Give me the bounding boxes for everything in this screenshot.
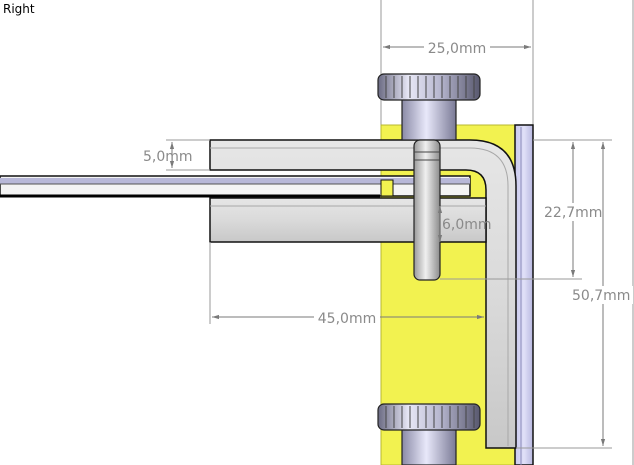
dimension-top-width[interactable]: 25,0mm bbox=[383, 38, 531, 57]
knurled-knob-icon bbox=[377, 73, 481, 101]
arm-edge-line bbox=[469, 147, 509, 446]
view-name-label: Right bbox=[3, 2, 35, 16]
guide-rod-face bbox=[0, 178, 470, 184]
knob-shaft bbox=[401, 425, 457, 465]
dimension-label: 5,0mm bbox=[143, 149, 193, 165]
dimension-pin-offset[interactable]: 6,0mm bbox=[437, 206, 492, 242]
dimension-label: 45,0mm bbox=[318, 311, 376, 327]
knurl-lines bbox=[385, 76, 475, 98]
dimension-label: 25,0mm bbox=[428, 41, 486, 57]
spacer bbox=[380, 179, 394, 197]
locking-pin[interactable] bbox=[413, 139, 441, 281]
knurled-knob-icon bbox=[377, 403, 481, 431]
dimension-label: 22,7mm bbox=[544, 205, 602, 221]
knurled-knob-bottom[interactable] bbox=[377, 403, 481, 465]
knob-shaft bbox=[401, 97, 457, 141]
dimension-arm-length[interactable]: 45,0mm bbox=[209, 242, 484, 327]
mounting-plate[interactable] bbox=[514, 124, 534, 465]
dimension-total-height[interactable]: 50,7mm bbox=[516, 139, 633, 449]
knurl-lines bbox=[385, 406, 475, 428]
dimension-arm-thickness[interactable]: 5,0mm bbox=[143, 139, 210, 171]
dimension-upper-height[interactable]: 22,7mm bbox=[440, 139, 604, 280]
knurled-knob-top[interactable] bbox=[377, 73, 481, 141]
pin-body bbox=[413, 139, 441, 281]
dimension-label: 6,0mm bbox=[442, 217, 492, 233]
dimension-label: 50,7mm bbox=[572, 288, 630, 304]
